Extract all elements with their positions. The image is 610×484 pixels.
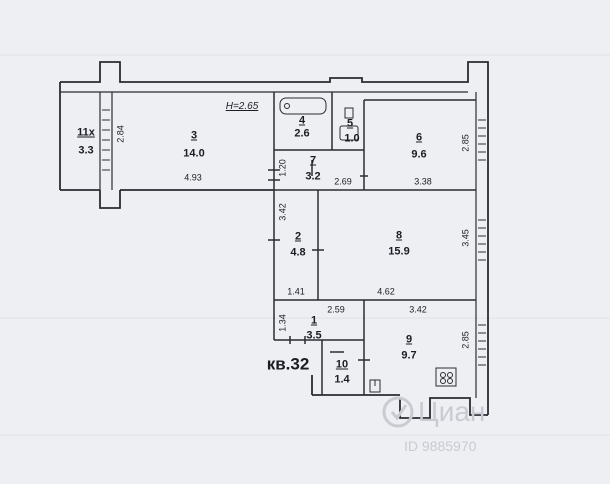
room-number-6: 6 [415, 131, 423, 144]
dimension-balcony-height: 2.84 [115, 125, 126, 143]
paper-background-lines [0, 54, 610, 436]
dimension-room9-width: 3.42 [409, 304, 427, 315]
watermark-brand: Циан [418, 396, 486, 427]
room-number-9: 9 [405, 333, 413, 346]
room-area-6: 9.6 [411, 148, 427, 161]
room-number-10: 10 [335, 358, 349, 371]
room-number-8: 8 [395, 229, 403, 242]
room-number-3: 3 [190, 129, 198, 142]
dimension-room9-height: 2.85 [460, 331, 471, 349]
ceiling-height-label: H=2.65 [225, 101, 259, 112]
cian-logo-watermark [382, 396, 414, 428]
stove-fixture [435, 367, 457, 387]
room-area-7: 3.2 [305, 170, 321, 183]
room-number-11x: 11x [77, 126, 95, 139]
room-area-2: 4.8 [290, 246, 306, 259]
dimension-room3-width: 4.93 [184, 172, 202, 183]
room-area-5: 1.0 [344, 132, 360, 145]
room-area-1: 3.5 [306, 329, 322, 342]
door-marks [268, 160, 370, 361]
dimension-room6-width: 3.38 [414, 176, 432, 187]
room-number-2: 2 [294, 230, 302, 243]
room-area-8: 15.9 [388, 245, 410, 258]
dimension-room1-height: 1.34 [277, 314, 288, 332]
dimension-room2-height: 3.42 [277, 203, 288, 221]
dimension-room8-height: 3.45 [460, 229, 471, 247]
room-number-5: 5 [346, 117, 354, 130]
dimension-room1-width: 2.59 [327, 304, 345, 315]
room-area-10: 1.4 [334, 373, 350, 386]
toilet-fixture [339, 107, 359, 141]
watermark-id: ID 9885970 [404, 438, 477, 454]
dimension-room8-width: 4.62 [377, 286, 395, 297]
room-number-4: 4 [298, 114, 306, 127]
dimension-room2-width: 1.41 [287, 286, 305, 297]
room-area-11x: 3.3 [78, 144, 94, 157]
room-area-9: 9.7 [401, 349, 417, 362]
dimension-room7-width: 2.69 [334, 176, 352, 187]
room-area-3: 14.0 [183, 147, 205, 160]
exterior-walls [59, 61, 489, 419]
dimension-room6-height: 2.85 [460, 134, 471, 152]
dimension-room7-height: 1.20 [277, 159, 288, 177]
room-number-1: 1 [310, 314, 318, 327]
room-area-4: 2.6 [294, 127, 310, 140]
apartment-label: кв.32 [266, 354, 310, 374]
interior-walls [273, 92, 476, 395]
window-marks [102, 109, 486, 366]
sink-fixture [369, 379, 381, 393]
room-number-7: 7 [309, 154, 317, 167]
bathtub-fixture [279, 97, 327, 115]
